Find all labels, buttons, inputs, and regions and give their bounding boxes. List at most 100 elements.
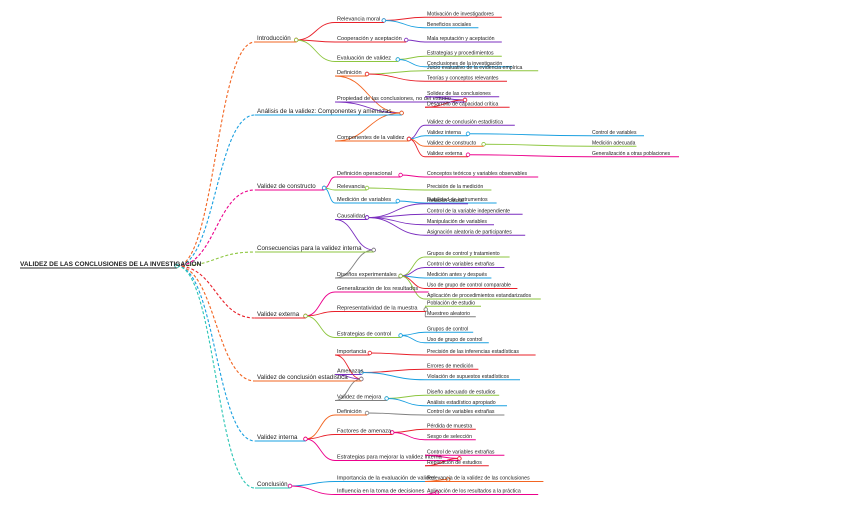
mind-map-node[interactable]: Amenazas bbox=[335, 369, 364, 376]
mind-map-node[interactable]: Población de estudio bbox=[425, 300, 481, 307]
mind-map-node[interactable]: Generalización de los resultados bbox=[335, 286, 429, 293]
mind-map-node[interactable]: Estrategias y procedimientos bbox=[425, 50, 502, 57]
mind-map-node[interactable]: Desarrollo de capacidad crítica bbox=[425, 101, 510, 108]
expand-handle[interactable] bbox=[364, 71, 370, 77]
mind-map-node[interactable]: Diseño adecuado de estudios bbox=[425, 389, 500, 396]
mind-map-node[interactable]: Muestreo aleatorio bbox=[425, 311, 476, 318]
expand-handle[interactable] bbox=[364, 185, 370, 191]
mind-map-node[interactable]: Uso de grupo de control comparable bbox=[425, 283, 518, 290]
expand-handle[interactable] bbox=[303, 436, 308, 442]
expand-handle[interactable] bbox=[367, 350, 372, 356]
mind-map-node[interactable]: Importancia bbox=[335, 349, 370, 356]
mind-map-node[interactable]: Validez de mejora bbox=[335, 395, 387, 402]
mind-map-node[interactable]: Control de la variable independiente bbox=[425, 208, 523, 215]
expand-handle[interactable] bbox=[398, 172, 403, 178]
expand-handle[interactable] bbox=[481, 142, 486, 147]
mind-map-node[interactable]: Influencia en la toma de decisiones bbox=[335, 489, 437, 496]
mind-map-node[interactable]: Componentes de la validez bbox=[335, 135, 409, 142]
expand-handle[interactable] bbox=[364, 215, 370, 220]
root-node[interactable]: VALIDEZ DE LAS CONCLUSIONES DE LA INVEST… bbox=[20, 259, 202, 269]
topic-label: Control de variables extrañas bbox=[427, 449, 495, 455]
mind-map-node[interactable]: Relevancia bbox=[335, 184, 367, 191]
expand-handle[interactable] bbox=[406, 136, 412, 142]
mind-map-node[interactable]: Violación de supuestos estadísticos bbox=[425, 374, 520, 381]
mind-map-node[interactable]: Fiabilidad de instrumentos bbox=[425, 197, 497, 204]
mind-map-node[interactable]: Juicio evaluativo de la evidencia empíri… bbox=[425, 65, 539, 72]
mind-map-node[interactable]: Sesgo de selección bbox=[425, 434, 476, 441]
mind-map-node[interactable]: Teorías y conceptos relevantes bbox=[425, 75, 507, 82]
mind-map-node[interactable]: Motivación de investigadores bbox=[425, 11, 502, 18]
mind-map-node[interactable]: Conclusiones de la investigación bbox=[425, 61, 513, 68]
expand-handle[interactable] bbox=[398, 273, 403, 279]
expand-handle[interactable] bbox=[294, 37, 299, 43]
mind-map-node[interactable]: Validez de conclusión estadística bbox=[425, 119, 515, 126]
mind-map-node[interactable]: Errores de medición bbox=[425, 363, 479, 370]
expand-handle[interactable] bbox=[398, 333, 403, 338]
mind-map-node[interactable]: Validez interna bbox=[255, 434, 306, 442]
mind-map-node[interactable]: Validez de conclusión estadística bbox=[255, 374, 362, 382]
mind-map-node[interactable]: Evaluación de validez bbox=[335, 56, 398, 63]
mind-map-node[interactable]: Análisis estadístico apropiado bbox=[425, 400, 507, 407]
mind-map-node[interactable]: Introducción bbox=[255, 35, 297, 43]
mind-map-node[interactable]: Factores de amenaza bbox=[335, 429, 393, 436]
mind-map-node[interactable]: Validez interna bbox=[425, 130, 468, 137]
mind-map-node[interactable]: Causalidad bbox=[335, 214, 367, 221]
mind-map-node[interactable]: Control de variables extrañas bbox=[425, 409, 505, 416]
expand-handle[interactable] bbox=[404, 37, 409, 43]
mind-map-node[interactable]: Medición adecuada bbox=[590, 140, 637, 147]
expand-handle[interactable] bbox=[395, 57, 400, 62]
mind-map-node[interactable]: Representatividad de la muestra bbox=[335, 306, 426, 313]
mind-map-node[interactable]: Generalización a otras poblaciones bbox=[590, 151, 679, 158]
mind-map-node[interactable]: Grupos de control bbox=[425, 326, 474, 333]
mind-map-node[interactable]: Control de variables extrañas bbox=[425, 262, 505, 269]
mind-map-node[interactable]: Análisis de la validez: Componentes y am… bbox=[255, 108, 402, 116]
expand-handle[interactable] bbox=[399, 110, 404, 116]
expand-handle[interactable] bbox=[364, 410, 370, 416]
mind-map-node[interactable]: Replicación de estudios bbox=[425, 460, 489, 467]
mind-map-node[interactable]: Medición de variables bbox=[335, 197, 398, 204]
mind-map-node[interactable]: Diseños experimentales bbox=[335, 272, 401, 279]
mind-map-node[interactable]: Cooperación y aceptación bbox=[335, 36, 407, 43]
mind-map-node[interactable]: Manipulación de variables bbox=[425, 219, 494, 226]
mind-map-node[interactable]: Aplicación de los resultados a la prácti… bbox=[425, 489, 539, 496]
mind-map-node[interactable]: Validez externa bbox=[255, 311, 306, 319]
mind-map-node[interactable]: Precisión de la medición bbox=[425, 184, 492, 191]
mind-map-node[interactable]: Estrategias de control bbox=[335, 332, 401, 339]
mind-map-node[interactable]: Relación causal bbox=[425, 198, 468, 205]
mind-map-node[interactable]: Conceptos teóricos y variables observabl… bbox=[425, 171, 539, 178]
expand-handle[interactable] bbox=[371, 247, 376, 253]
mind-map-node[interactable]: Control de variables extrañas bbox=[425, 449, 505, 456]
mind-map-node[interactable]: Medición antes y después bbox=[425, 272, 492, 279]
mind-map-node[interactable]: Conclusión bbox=[255, 481, 290, 489]
mind-map-node[interactable]: Relevancia de la validez de las conclusi… bbox=[425, 476, 544, 483]
mind-map-node[interactable]: Mala reputación y aceptación bbox=[425, 36, 502, 43]
expand-handle[interactable] bbox=[303, 313, 308, 319]
mind-map-node[interactable]: Control de variables bbox=[590, 130, 644, 137]
mind-map-node[interactable]: Estrategias para mejorar la validez inte… bbox=[335, 455, 460, 462]
mind-map-node[interactable]: Pérdida de muestra bbox=[425, 423, 476, 430]
mind-map-node[interactable]: Precisión de las inferencias estadística… bbox=[425, 349, 536, 356]
expand-handle[interactable] bbox=[465, 131, 471, 136]
expand-handle[interactable] bbox=[359, 376, 364, 382]
mind-map-node[interactable]: Definición bbox=[335, 70, 367, 77]
expand-handle[interactable] bbox=[287, 483, 293, 489]
mind-map-node[interactable]: Asignación aleatoria de participantes bbox=[425, 229, 526, 236]
expand-handle[interactable] bbox=[465, 152, 471, 157]
mind-map-node[interactable]: Beneficios sociales bbox=[425, 22, 479, 29]
mind-map-node[interactable]: Uso de grupo de control bbox=[425, 337, 489, 344]
mind-map-node[interactable]: Definición operacional bbox=[335, 171, 401, 178]
mind-map-node[interactable]: Propiedad de las conclusiones, no del es… bbox=[335, 96, 465, 103]
expand-handle[interactable] bbox=[381, 18, 386, 23]
expand-handle[interactable] bbox=[384, 396, 389, 401]
mind-map-node[interactable]: Relevancia moral bbox=[335, 17, 384, 24]
mind-map-node[interactable]: Validez de constructo bbox=[255, 183, 325, 191]
expand-handle[interactable] bbox=[395, 198, 400, 204]
mind-map-node[interactable]: Solidez de las conclusiones bbox=[425, 91, 500, 98]
expand-handle[interactable] bbox=[321, 185, 327, 191]
mind-map-node[interactable]: Validez externa bbox=[425, 151, 468, 158]
mind-map-node[interactable]: Consecuencias para la validez interna bbox=[255, 245, 374, 253]
mind-map-node[interactable]: Validez de constructo bbox=[425, 140, 484, 147]
mind-map-node[interactable]: Aplicación de procedimientos estandariza… bbox=[425, 293, 541, 300]
mind-map-node[interactable]: Definición bbox=[335, 409, 367, 416]
mind-map-node[interactable]: Grupos de control y tratamiento bbox=[425, 251, 510, 258]
